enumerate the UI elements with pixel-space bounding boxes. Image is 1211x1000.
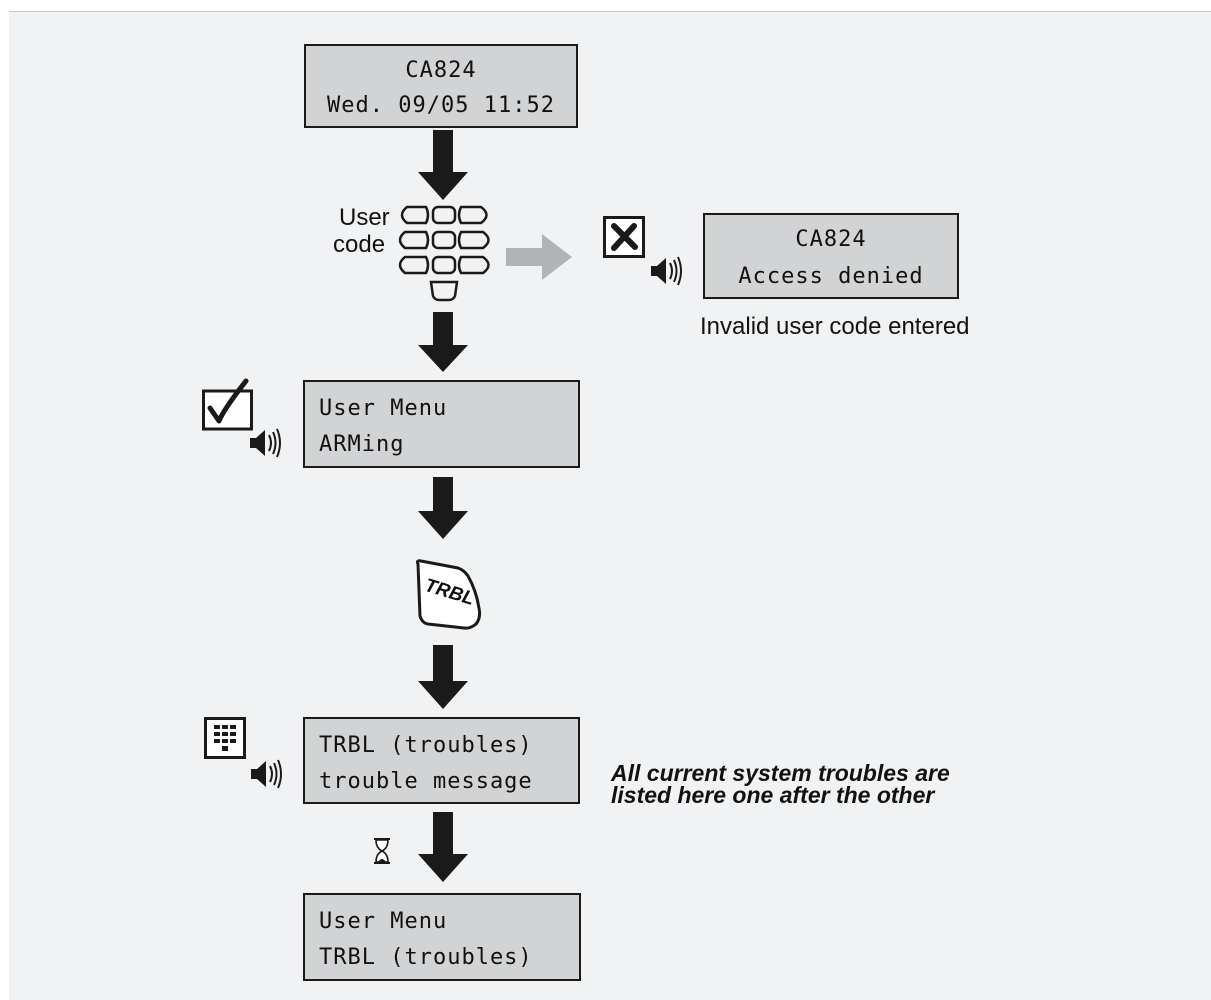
lcd-line-2: TRBL (troubles) [319,945,533,970]
lcd-line-1: TRBL (troubles) [319,733,533,758]
user-code-label-line2: code [333,231,386,258]
diagram-panel [9,11,1211,1000]
lcd-line-1: CA824 [795,227,867,252]
checkmark-icon [202,378,253,431]
lcd-user-menu-arming-screen: User Menu ARMing [303,380,580,468]
down-arrow [418,130,468,200]
speaker-icon [651,256,682,286]
invalid-code-caption: Invalid user code entered [700,313,970,340]
speaker-icon [250,428,281,458]
lcd-line-1: User Menu [319,909,448,934]
reject-icon [603,216,645,258]
trbl-key-button[interactable]: TRBL [410,558,482,630]
lcd-line-1: CA824 [405,58,477,83]
lcd-line-2: trouble message [319,769,533,794]
down-arrow [418,477,468,539]
right-arrow-gray [506,234,572,280]
lcd-line-1: User Menu [319,396,448,421]
troubles-note-line2: listed here one after the other [611,782,935,808]
speaker-icon [251,759,282,789]
trbl-key-shape [415,559,482,630]
menu-keypad-icon [204,717,246,759]
down-arrow [418,812,468,882]
lcd-start-screen: CA824 Wed. 09/05 11:52 [304,44,578,128]
lcd-line-2: Access denied [738,264,924,289]
lcd-line-2: Wed. 09/05 11:52 [327,93,555,118]
lcd-line-2: ARMing [319,432,405,457]
lcd-trbl-list-screen: TRBL (troubles) trouble message [303,717,580,804]
down-arrow [418,645,468,709]
hourglass-icon [374,838,390,864]
troubles-note-line1: All current system troubles are [611,760,950,786]
lcd-access-denied-screen: CA824 Access denied [703,213,959,299]
lcd-user-menu-trbl-screen: User Menu TRBL (troubles) [303,893,581,981]
user-code-label-line1: User [339,204,390,231]
down-arrow [418,312,468,372]
keypad-icon [398,205,490,302]
